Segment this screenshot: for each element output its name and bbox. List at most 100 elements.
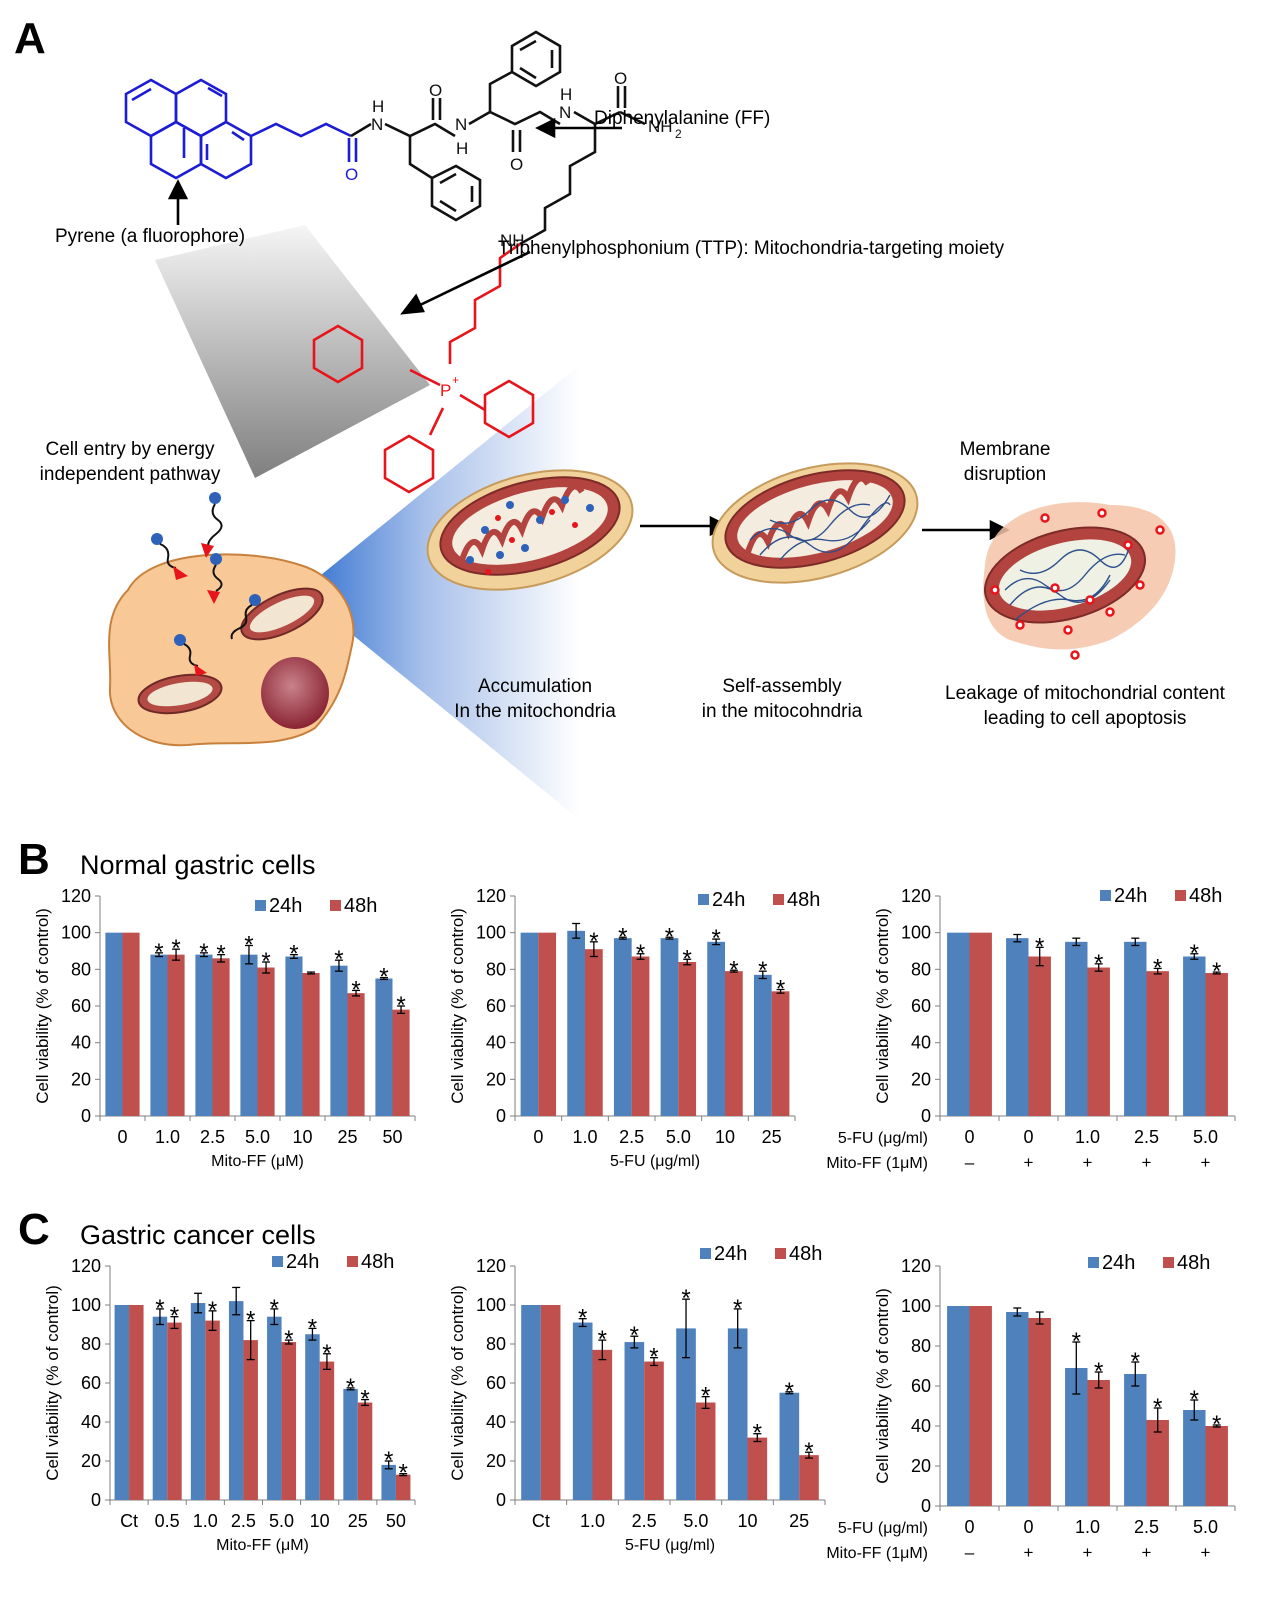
y-tick-label: 20 <box>911 1069 931 1089</box>
x-tick-label: 50 <box>382 1127 402 1147</box>
butyryl-linker <box>250 122 352 138</box>
bar-24h <box>624 1342 645 1500</box>
x-tick-label: 5.0 <box>683 1511 708 1531</box>
x-axis-label: 5-FU (μg/ml) <box>625 1537 715 1554</box>
y-tick-label: 100 <box>901 923 931 943</box>
bar-24h <box>285 956 303 1116</box>
bar-48h <box>257 967 275 1116</box>
bar-24h <box>947 932 970 1116</box>
y-tick-label: 100 <box>61 923 91 943</box>
row-value: 5.0 <box>1193 1127 1218 1147</box>
atom-h-3: H <box>560 85 572 104</box>
significance-star: * <box>322 1340 331 1367</box>
atom-h-2: H <box>456 139 468 158</box>
bar-48h <box>1205 973 1228 1116</box>
bar-48h <box>1028 1318 1051 1506</box>
row-value: + <box>1083 1153 1093 1172</box>
mito-ff-molecules <box>151 492 261 676</box>
bar-48h <box>771 991 790 1116</box>
x-tick-label: 0 <box>117 1127 127 1147</box>
legend-label-48h: 48h <box>1177 1252 1210 1274</box>
y-tick-label: 0 <box>91 1490 101 1510</box>
atom-h-1: H <box>372 97 384 116</box>
legend-swatch-24h <box>1088 1257 1099 1268</box>
y-tick-label: 100 <box>476 1295 506 1315</box>
x-tick-label: 2.5 <box>619 1127 644 1147</box>
legend-swatch-48h <box>773 894 784 905</box>
significance-star: * <box>683 945 692 972</box>
row-value: – <box>965 1153 975 1172</box>
y-tick-label: 60 <box>911 1376 931 1396</box>
legend-label-24h: 24h <box>1114 885 1147 907</box>
significance-star: * <box>776 976 785 1003</box>
row-value: 0 <box>1023 1517 1033 1537</box>
bar-24h <box>150 954 168 1116</box>
x-axis-label: Mito-FF (μM) <box>211 1153 304 1170</box>
y-tick-label: 80 <box>81 1334 101 1354</box>
bar-24h <box>567 930 585 1116</box>
panel-c-title: Gastric cancer cells <box>80 1220 316 1250</box>
atom-nh2: NH <box>648 117 673 136</box>
row-value: – <box>965 1543 975 1562</box>
significance-star: * <box>1153 954 1162 981</box>
row-label: Mito-FF (1μM) <box>826 1545 928 1562</box>
bar-24h <box>343 1388 358 1500</box>
significance-star: * <box>665 923 674 950</box>
atom-o-2: O <box>510 155 523 174</box>
bar-48h <box>395 1474 411 1500</box>
significance-star: * <box>1094 1358 1103 1385</box>
atom-p-charge: + <box>452 373 459 387</box>
bar-24h <box>1124 941 1147 1116</box>
legend-swatch-48h <box>347 1256 358 1267</box>
legend-swatch-24h <box>255 900 266 911</box>
row-value: 0 <box>964 1127 974 1147</box>
bar-24h <box>660 938 679 1116</box>
bar-24h <box>727 1328 748 1500</box>
significance-star: * <box>598 1326 607 1353</box>
y-axis-label: Cell viability (% of control) <box>43 1285 62 1481</box>
bar-24h <box>572 1322 593 1500</box>
significance-star: * <box>284 1326 293 1353</box>
x-tick-label: 10 <box>715 1127 735 1147</box>
bar-24h <box>330 965 348 1116</box>
y-tick-label: 120 <box>476 886 506 906</box>
bar-24h <box>1183 1410 1206 1506</box>
y-tick-label: 0 <box>921 1496 931 1516</box>
x-tick-label: 1.0 <box>193 1511 218 1531</box>
x-tick-label: 10 <box>310 1511 330 1531</box>
y-tick-label: 20 <box>486 1451 506 1471</box>
bar-24h <box>521 1305 541 1500</box>
significance-star: * <box>701 1383 710 1410</box>
y-tick-label: 60 <box>486 996 506 1016</box>
legend-swatch-48h <box>1175 890 1186 901</box>
bar-24h <box>1006 1312 1029 1506</box>
significance-star: * <box>636 940 645 967</box>
atom-n-2: N <box>455 115 467 134</box>
y-axis-label: Cell viability (% of control) <box>448 1285 467 1481</box>
bar-24h <box>105 932 123 1116</box>
x-tick-label: 1.0 <box>572 1127 597 1147</box>
legend-swatch-24h <box>698 894 709 905</box>
x-tick-label: 25 <box>762 1127 782 1147</box>
y-tick-label: 120 <box>901 886 931 906</box>
y-axis-label: Cell viability (% of control) <box>873 908 892 1104</box>
mitochondrion-accumulation <box>426 469 634 591</box>
legend-swatch-24h <box>1100 890 1111 901</box>
y-tick-label: 100 <box>901 1296 931 1316</box>
bar-48h <box>585 949 603 1116</box>
bar-48h <box>122 932 140 1116</box>
y-tick-label: 100 <box>71 1295 101 1315</box>
bar-48h <box>969 932 992 1116</box>
y-tick-label: 60 <box>71 996 91 1016</box>
x-tick-label: 2.5 <box>231 1511 256 1531</box>
significance-star: * <box>379 964 388 991</box>
significance-star: * <box>804 1438 813 1465</box>
legend-label-48h: 48h <box>1189 885 1222 907</box>
y-tick-label: 40 <box>71 1033 91 1053</box>
x-tick-label: 10 <box>292 1127 312 1147</box>
bar-24h <box>195 954 213 1116</box>
significance-star: * <box>1131 1348 1140 1375</box>
row-value: + <box>1024 1153 1034 1172</box>
x-axis-label: Mito-FF (μM) <box>216 1537 309 1554</box>
